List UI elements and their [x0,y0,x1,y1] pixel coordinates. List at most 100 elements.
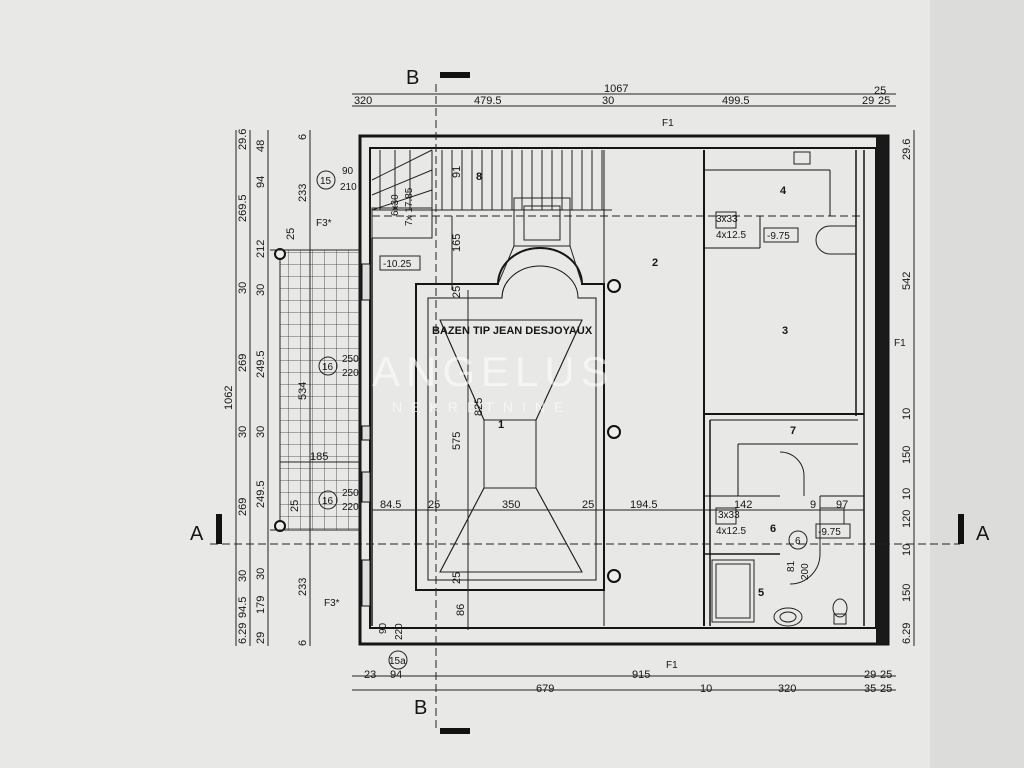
dim-left-mid-8: 94.5 [237,597,249,618]
dim-top-6: 25 [874,85,886,97]
room-number-4: 4 [780,185,787,197]
dim-left-inner-3: 212 [255,240,267,258]
dim-right-8: 150 [901,584,913,602]
stair-count-6x30: 6x30 [390,194,401,216]
opening-15-top: 90 [342,166,354,177]
dim-bottom-10: 25 [880,683,892,695]
room-number-6: 6 [770,523,776,535]
dim-left-inner-4: 30 [255,284,267,296]
dim-right-3: 10 [901,408,913,420]
opening-15-bottom: 210 [340,182,357,193]
opening-16a-bottom: 220 [342,368,359,379]
dim-top-4: 499.5 [722,95,750,107]
dim-interior-86: 86 [455,604,467,616]
section-marker-b-top: B [406,67,419,89]
dim-left-inner-6: 30 [255,426,267,438]
dim-top-total: 1067 [604,83,628,95]
dim-right-2: 542 [901,272,913,290]
dim-interior-142: 142 [734,499,752,511]
opening-16b-bottom: 220 [342,502,359,513]
dim-bottom-5: 10 [700,683,712,695]
opening-15a-top: 90 [378,622,389,634]
dim-top-5: 29 [862,95,874,107]
dim-right-7: 10 [901,544,913,556]
dim-left-mid-6: 269 [237,498,249,516]
section-marker-b-bottom: B [414,697,427,719]
dim-top-3: 30 [602,95,614,107]
dim-bottom-4: 679 [536,683,554,695]
dim-terrace-5: 6 [297,640,309,646]
dim-top-2: 479.5 [474,95,502,107]
section-marker-a-right: A [976,523,990,545]
dim-interior-825: 825 [473,398,485,416]
interior-partitions [371,150,865,627]
dim-bottom-2: 94 [390,669,402,681]
dim-terrace-3: 534 [297,382,309,400]
dim-right-5: 10 [901,488,913,500]
circled-label-15: 15 [320,176,332,187]
dim-bottom-6: 320 [778,683,796,695]
dimension-lines [235,93,915,691]
dim-left-inner-9: 179 [255,596,267,614]
dim-bottom-3: 915 [632,669,650,681]
room-number-3: 3 [782,325,788,337]
dim-left-mid-9: 6.29 [237,623,249,644]
level-mark-right-top: -9.75 [767,231,790,242]
dim-right-1: 29.6 [901,139,913,160]
dim-interior-575: 575 [451,432,463,450]
opening-16a-top: 250 [342,354,359,365]
dim-interior-91: 91 [451,166,463,178]
dim-interior-165: 165 [451,234,463,252]
level-mark-upper-left: -10.25 [383,259,412,270]
dim-left-inner-2: 94 [255,176,267,188]
finish-f3-lower: F3* [324,598,340,609]
paper-right-shadow [930,0,1024,768]
dim-left-inner-5: 249.5 [255,350,267,378]
dim-bottom-7: 29 [864,669,876,681]
opening-16b-top: 250 [342,488,359,499]
dim-left-inner-8: 30 [255,568,267,580]
circled-label-6: 6 [795,536,801,547]
dim-interior-185: 185 [310,451,328,463]
finish-f1-top: F1 [662,118,674,129]
window-4-bottom: 4x12.5 [716,230,746,241]
dim-top-8: 3 [354,95,360,107]
room-number-1: 1 [498,419,504,431]
dim-left-mid-4: 269 [237,354,249,372]
dim-interior-25f: 25 [289,500,301,512]
dim-right-9: 6.29 [901,623,913,644]
room-number-2: 2 [652,257,658,269]
dim-left-total: 1062 [223,386,235,410]
section-marker-a-left: A [190,523,204,545]
dim-interior-84: 84.5 [380,499,401,511]
dim-bottom-8: 25 [880,669,892,681]
dim-interior-25b: 25 [451,572,463,584]
watermark-subtitle: NEKRETNINE [392,399,572,415]
stair-count-7x1785: 7x 17.85 [404,187,415,226]
dim-right-6: 120 [901,510,913,528]
dim-left-mid-7: 30 [237,570,249,582]
finish-f1-right: F1 [894,338,906,349]
dim-interior-25a: 25 [451,286,463,298]
dim-left-mid-3: 30 [237,282,249,294]
watermark-brand: ANGELUS [372,348,615,395]
dim-left-mid-5: 30 [237,426,249,438]
opening-15a-bottom: 220 [394,623,405,640]
dim-terrace-1: 6 [297,134,309,140]
dim-interior-25e: 25 [285,228,297,240]
dim-left-inner-7: 249.5 [255,480,267,508]
opening-6-bottom: 200 [800,563,811,580]
room-number-7: 7 [790,425,796,437]
dim-interior-25c: 25 [428,499,440,511]
dim-left-mid-2: 269.5 [237,194,249,222]
window-6-bottom: 4x12.5 [716,526,746,537]
dim-interior-97: 97 [836,499,848,511]
room-number-8: 8 [476,171,482,183]
opening-6-top: 81 [786,560,797,572]
circled-label-15a: 15a [389,656,406,667]
dim-top-1: 20 [360,95,372,107]
dim-interior-9: 9 [810,499,816,511]
finish-f3-upper: F3* [316,218,332,229]
